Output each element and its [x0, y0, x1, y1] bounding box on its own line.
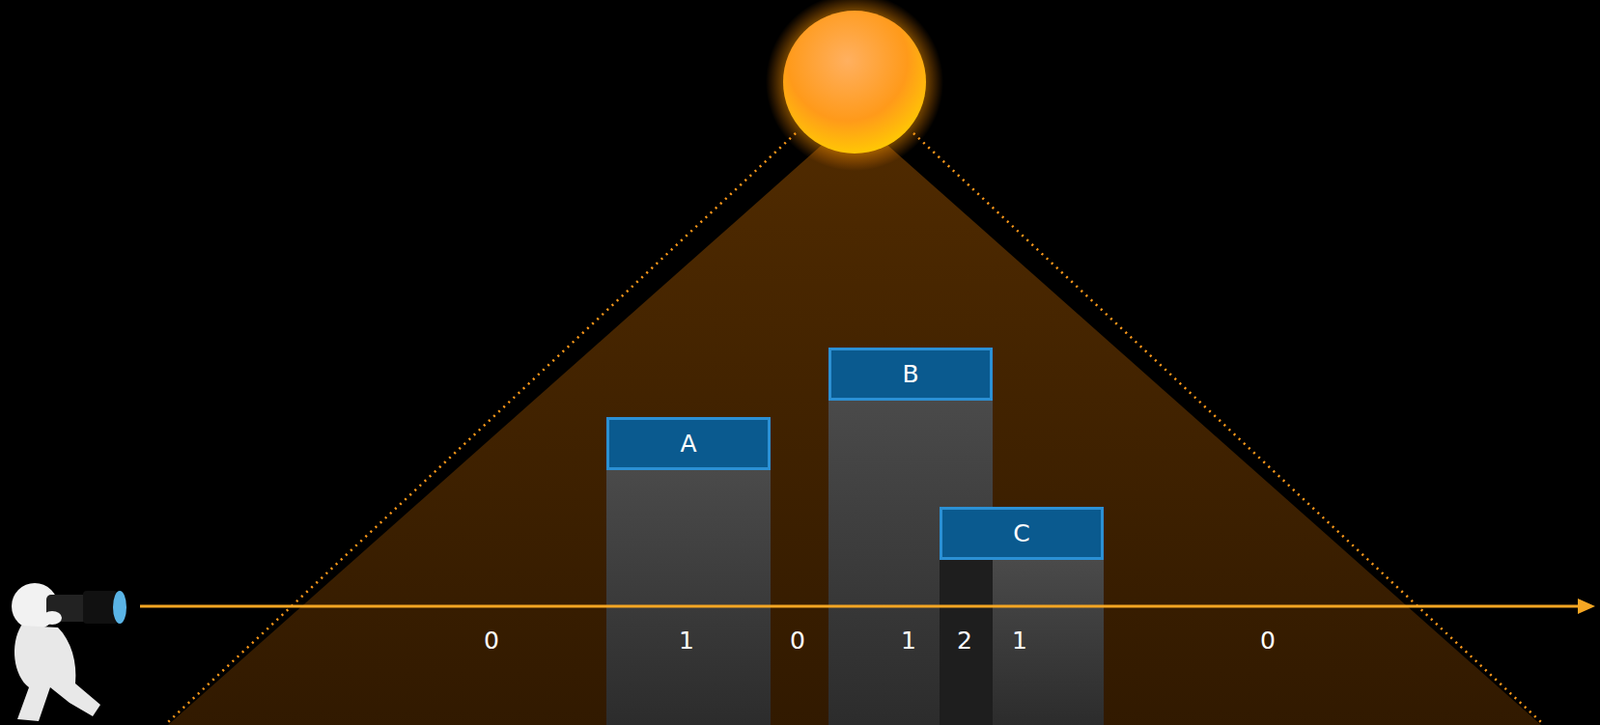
- overlap-count: 2: [956, 626, 973, 655]
- overlap-count: 0: [1260, 626, 1276, 655]
- object-box: A: [606, 417, 771, 471]
- object-box: B: [828, 347, 993, 401]
- sun-glow: [765, 0, 944, 171]
- overlap-count: 0: [789, 626, 806, 655]
- view-ray: [140, 605, 1582, 609]
- shadow: [606, 470, 771, 725]
- overlap-count: 1: [1011, 626, 1028, 655]
- arrowhead: [1577, 598, 1596, 615]
- box-label: B: [901, 360, 919, 389]
- camera-person: [11, 583, 127, 722]
- overlap-count: 0: [483, 626, 500, 655]
- overlap-count: 1: [900, 626, 917, 655]
- shadow-overlap: [939, 560, 993, 725]
- shadow: [828, 400, 993, 725]
- object-box: C: [939, 506, 1104, 561]
- sun: [783, 10, 927, 154]
- box-label: A: [679, 429, 697, 458]
- shadow: [939, 560, 1104, 725]
- box-label: C: [1012, 519, 1030, 548]
- overlap-count: 1: [678, 626, 695, 655]
- light-cone: [168, 115, 1542, 725]
